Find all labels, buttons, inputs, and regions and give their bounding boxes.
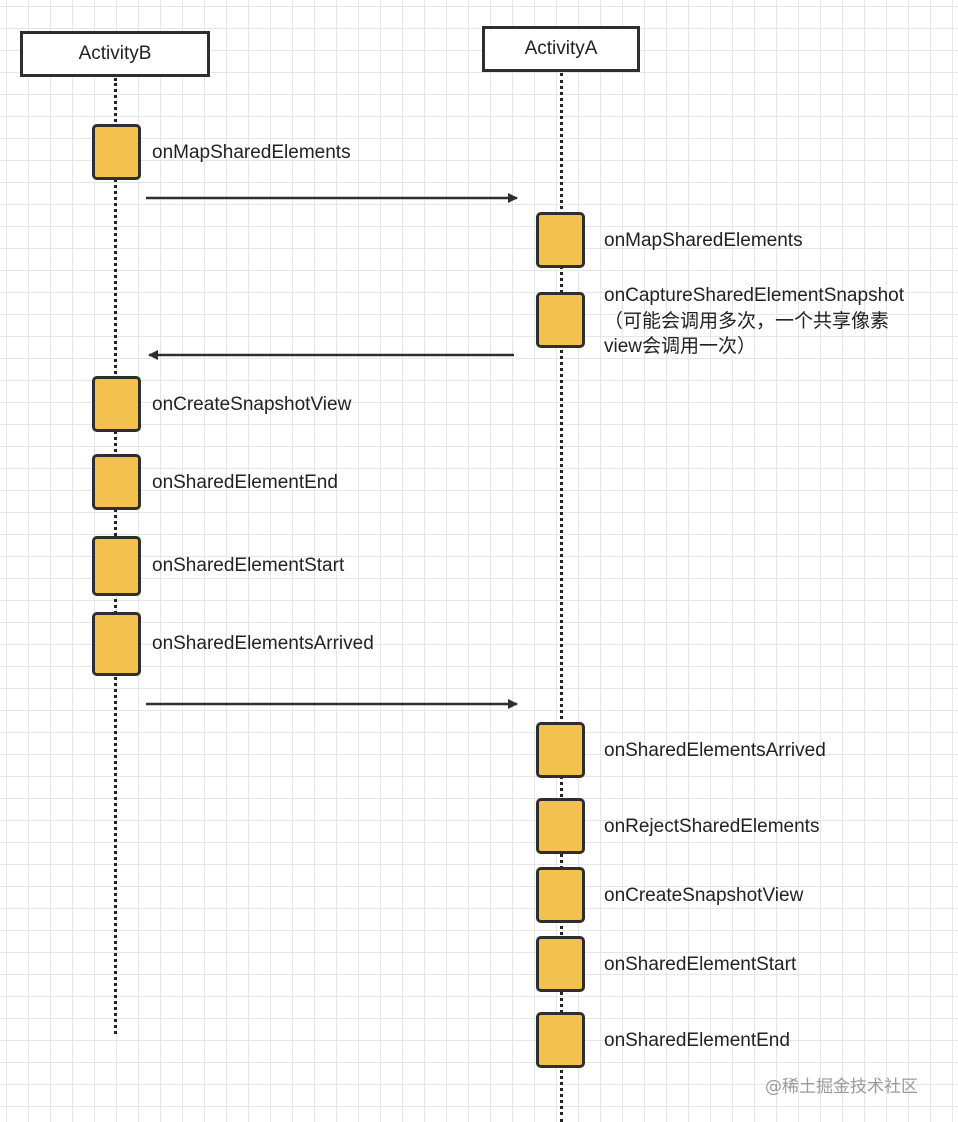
activation-b-2 <box>92 376 141 432</box>
step-note-line: view会调用一次） <box>604 336 757 357</box>
activation-b-4 <box>92 536 141 596</box>
step-note-line: （可能会调用多次，一个共享像素 <box>604 311 890 332</box>
activation-a-2 <box>536 292 585 348</box>
activation-a-1 <box>536 212 585 268</box>
step-label: onMapSharedElements <box>604 230 803 251</box>
step-label: onSharedElementEnd <box>604 1030 790 1051</box>
watermark: @稀土掘金技术社区 <box>765 1077 918 1097</box>
actor-activity-b: ActivityB <box>20 31 210 77</box>
step-label: onSharedElementStart <box>604 954 797 975</box>
step-label: onSharedElementsArrived <box>152 633 374 654</box>
activation-b-5 <box>92 612 141 676</box>
step-label: onCaptureSharedElementSnapshot <box>604 285 904 306</box>
lifeline-activity-a <box>560 73 563 1122</box>
activation-a-5 <box>536 867 585 923</box>
actor-activity-b-label: ActivityB <box>78 43 152 64</box>
step-label: onCreateSnapshotView <box>152 394 352 415</box>
activation-a-4 <box>536 798 585 854</box>
step-label: onSharedElementsArrived <box>604 740 826 761</box>
step-label: onCreateSnapshotView <box>604 885 804 906</box>
step-label: onMapSharedElements <box>152 142 351 163</box>
step-label: onRejectSharedElements <box>604 816 820 837</box>
activation-a-6 <box>536 936 585 992</box>
activation-b-1 <box>92 124 141 180</box>
step-label: onSharedElementStart <box>152 555 345 576</box>
actor-activity-a: ActivityA <box>482 26 640 72</box>
activation-b-3 <box>92 454 141 510</box>
activation-a-3 <box>536 722 585 778</box>
step-label: onSharedElementEnd <box>152 472 338 493</box>
activation-a-7 <box>536 1012 585 1068</box>
actor-activity-a-label: ActivityA <box>524 38 598 59</box>
